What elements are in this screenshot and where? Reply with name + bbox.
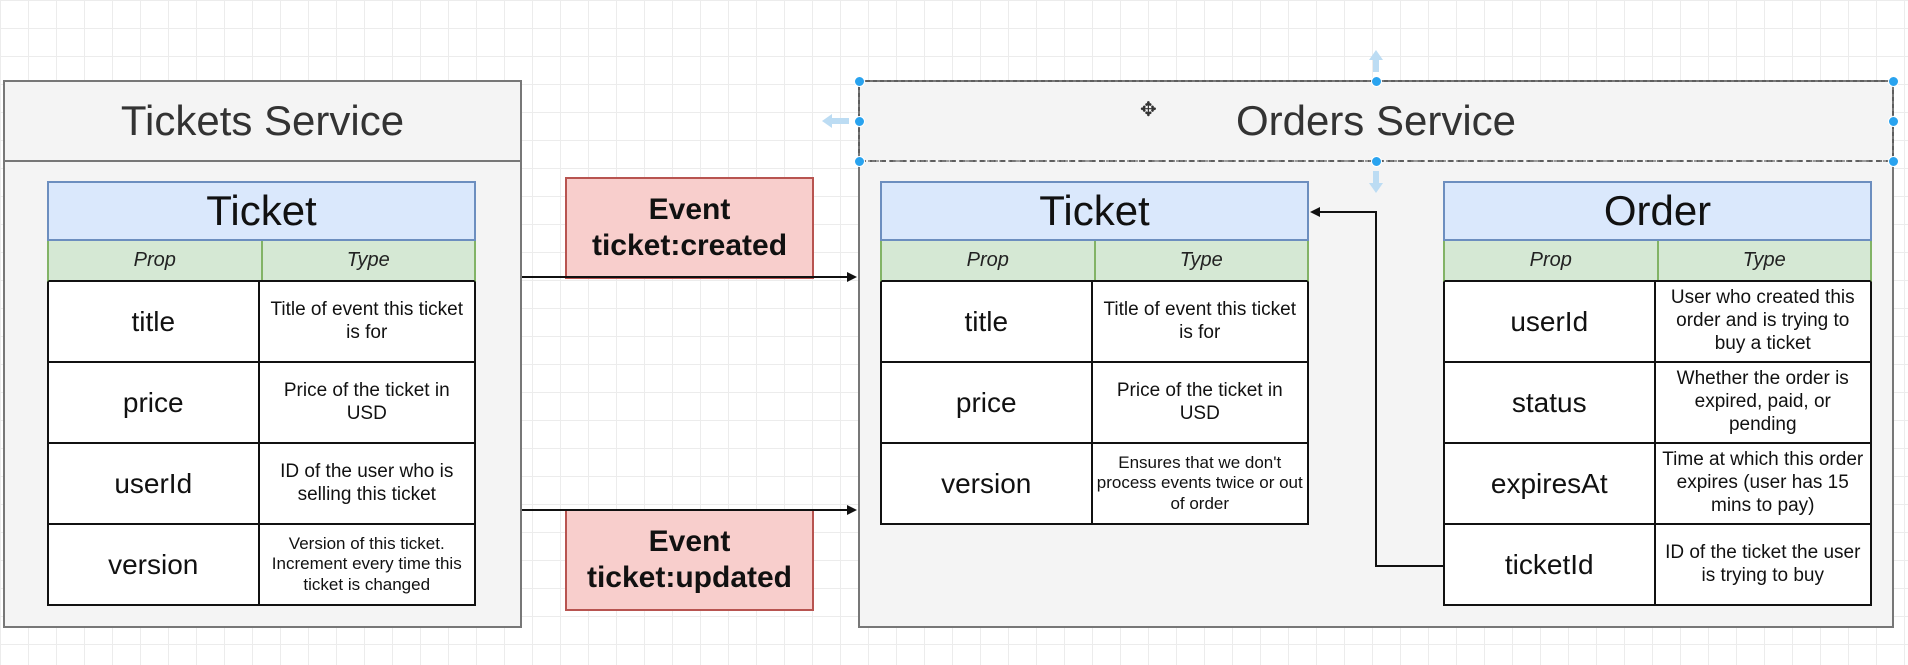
table-row: version Ensures that we don't process ev…	[880, 444, 1309, 525]
table-row: status Whether the order is expired, pai…	[1443, 363, 1872, 444]
type-cell: Version of this ticket. Increment every …	[271, 533, 462, 594]
table-row: title Title of event this ticket is for	[47, 282, 476, 363]
order-entity[interactable]: Order Prop Type userId User who created …	[1443, 181, 1872, 606]
type-cell: Whether the order is expired, paid, or p…	[1676, 368, 1849, 435]
entity-header-row: Prop Type	[47, 241, 476, 282]
event-label: Event	[648, 525, 731, 558]
move-cursor-icon: ✥	[1140, 99, 1157, 121]
event-label: Event	[648, 193, 731, 226]
type-header: Type	[1179, 249, 1223, 271]
entity-header-row: Prop Type	[1443, 241, 1872, 282]
entity-title: Ticket	[880, 181, 1309, 241]
type-cell: ID of the ticket the user is trying to b…	[1665, 541, 1861, 586]
selection-guides	[822, 50, 1894, 193]
prop-header: Prop	[882, 241, 1096, 280]
ticketid-reference-connector[interactable]	[1310, 207, 1443, 567]
table-row: title Title of event this ticket is for	[880, 282, 1309, 363]
selection-handle[interactable]	[1371, 76, 1382, 87]
resize-arrow-up-icon	[1369, 50, 1383, 72]
table-row: expiresAt Time at which this order expir…	[1443, 444, 1872, 525]
type-header: Type	[1742, 249, 1786, 271]
type-header: Type	[346, 249, 390, 271]
resize-arrow-left-icon	[822, 114, 849, 128]
selection-handle[interactable]	[1888, 156, 1899, 167]
selection-handle[interactable]	[1888, 76, 1899, 87]
prop-cell: version	[882, 444, 1093, 523]
type-cell: User who created this order and is tryin…	[1670, 287, 1855, 354]
orders-ticket-entity[interactable]: Ticket Prop Type title Title of event th…	[880, 181, 1309, 525]
prop-cell: price	[882, 363, 1093, 442]
prop-cell: version	[49, 525, 260, 604]
entity-title: Ticket	[47, 181, 476, 241]
type-cell: Time at which this order expires (user h…	[1662, 449, 1864, 516]
selection-handle[interactable]	[1371, 156, 1382, 167]
table-row: ticketId ID of the ticket the user is tr…	[1443, 525, 1872, 606]
table-row: price Price of the ticket in USD	[47, 363, 476, 444]
prop-cell: expiresAt	[1445, 444, 1656, 523]
tickets-service-title: Tickets Service	[5, 82, 520, 162]
prop-cell: status	[1445, 363, 1656, 442]
type-cell: Price of the ticket in USD	[1116, 379, 1283, 424]
type-cell: Ensures that we don't process events twi…	[1096, 452, 1303, 513]
prop-cell: price	[49, 363, 260, 442]
tickets-ticket-entity[interactable]: Ticket Prop Type title Title of event th…	[47, 181, 476, 606]
event-name: ticket:created	[591, 229, 788, 262]
table-row: price Price of the ticket in USD	[880, 363, 1309, 444]
prop-header: Prop	[49, 241, 263, 280]
selection-handle[interactable]	[854, 76, 865, 87]
table-row: userId ID of the user who is selling thi…	[47, 444, 476, 525]
prop-cell: title	[882, 282, 1093, 361]
prop-cell: title	[49, 282, 260, 361]
prop-header: Prop	[1445, 241, 1659, 280]
selection-handle[interactable]	[1888, 116, 1899, 127]
resize-arrow-down-icon	[1369, 171, 1383, 193]
type-cell: Title of event this ticket is for	[270, 298, 464, 343]
prop-cell: userId	[1445, 282, 1656, 361]
type-cell: ID of the user who is selling this ticke…	[280, 460, 454, 505]
entity-title: Order	[1443, 181, 1872, 241]
selection-handle[interactable]	[854, 116, 865, 127]
event-name: ticket:updated	[586, 561, 793, 594]
table-row: version Version of this ticket. Incremen…	[47, 525, 476, 606]
entity-header-row: Prop Type	[880, 241, 1309, 282]
selection-handle[interactable]	[854, 156, 865, 167]
type-cell: Title of event this ticket is for	[1103, 298, 1297, 343]
table-row: userId User who created this order and i…	[1443, 282, 1872, 363]
prop-cell: userId	[49, 444, 260, 523]
prop-cell: ticketId	[1445, 525, 1656, 604]
type-cell: Price of the ticket in USD	[283, 379, 450, 424]
